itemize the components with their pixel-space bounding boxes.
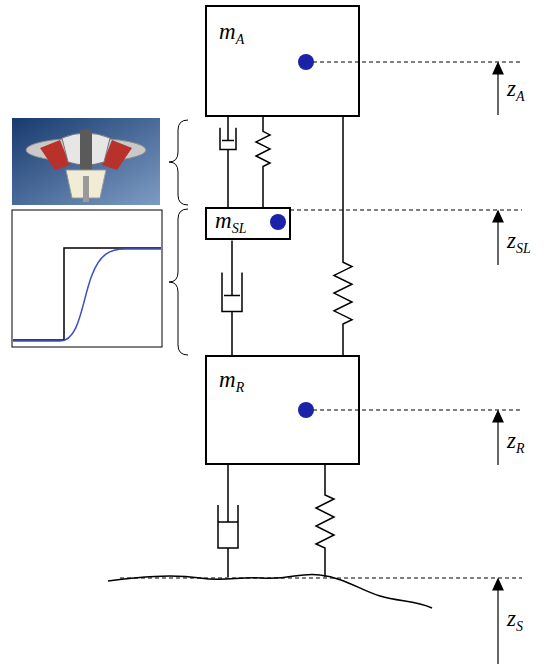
mass-box: mR [205, 355, 360, 465]
displacement-label: zS [507, 606, 523, 634]
damper-symbol [218, 465, 238, 577]
spring-symbol [334, 117, 352, 355]
brace [169, 209, 188, 355]
mass-box: mSL [205, 207, 291, 240]
damper-symbol [222, 240, 242, 355]
spring-symbol [316, 465, 334, 577]
road-surface [108, 574, 432, 608]
displacement-label: zR [507, 428, 525, 456]
step-response-plot [12, 210, 162, 347]
displacement-arrow [493, 63, 503, 664]
reference-line [120, 62, 522, 578]
spring-symbol [256, 117, 270, 207]
brace [169, 120, 188, 205]
displacement-label: zSL [507, 228, 531, 256]
damper-symbol [220, 117, 236, 207]
displacement-label: zA [507, 76, 525, 104]
top-mount-photo [12, 118, 160, 205]
mass-label: mA [219, 19, 244, 47]
mass-label: mSL [215, 208, 246, 236]
mass-box: mA [205, 5, 360, 117]
mass-centre-dot [270, 54, 314, 418]
mass-label: mR [219, 367, 244, 395]
